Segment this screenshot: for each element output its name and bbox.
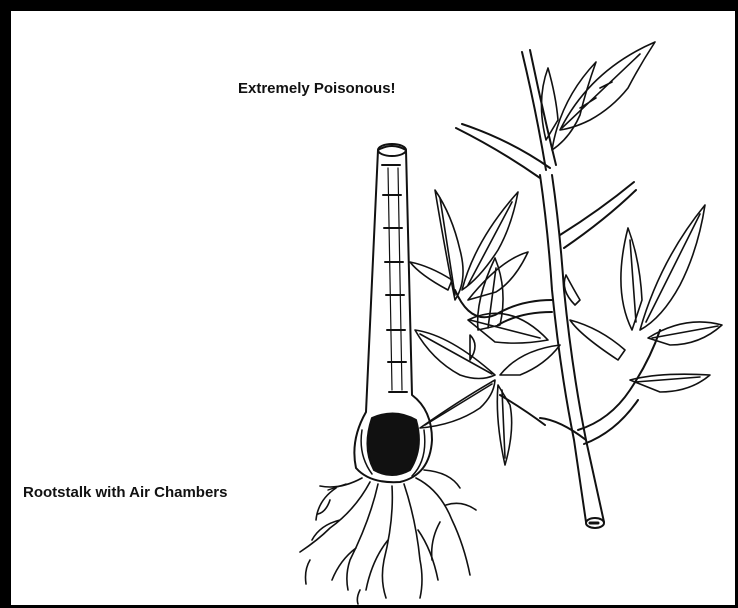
warning-label: Extremely Poisonous! xyxy=(238,80,396,97)
rootstalk xyxy=(354,144,432,482)
roots xyxy=(300,470,476,604)
rootstalk-label: Rootstalk with Air Chambers xyxy=(23,484,227,501)
